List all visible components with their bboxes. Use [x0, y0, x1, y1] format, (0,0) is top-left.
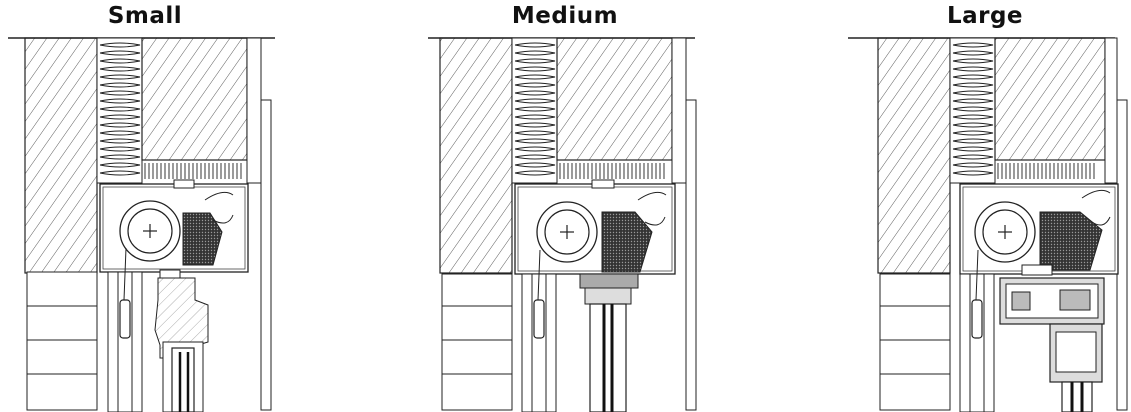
panel-large: Large [840, 0, 1130, 412]
wall-block [439, 37, 513, 274]
section-drawing-large [848, 37, 1128, 412]
guide-rail [521, 273, 557, 412]
lintel-block [994, 37, 1106, 161]
insulation-dark [601, 211, 653, 273]
brush-seal [559, 163, 665, 179]
lintel-block [556, 37, 673, 161]
section-drawing-small [8, 37, 275, 412]
insulation-spring [514, 42, 556, 176]
panel-small: Small [0, 0, 290, 412]
wall-block [24, 37, 98, 274]
insulation-dark [1039, 211, 1103, 271]
label-medium: Medium [511, 3, 619, 29]
panel-medium: Medium [420, 0, 710, 412]
brush-seal [144, 163, 242, 179]
section-drawing-medium [428, 37, 697, 412]
wall-lower [879, 273, 951, 411]
lintel-block [141, 37, 248, 161]
guide-rail [959, 273, 995, 412]
wall-lower [26, 271, 98, 411]
label-small: Small [107, 3, 183, 29]
window-frame [579, 273, 639, 289]
insulation-spring [99, 42, 141, 176]
guide-rail [107, 271, 143, 412]
insulation-dark [182, 212, 223, 266]
label-large: Large [946, 3, 1024, 29]
brush-seal [997, 163, 1095, 179]
wall-block [877, 37, 951, 274]
insulation-spring [952, 42, 994, 176]
wall-lower [441, 273, 513, 411]
